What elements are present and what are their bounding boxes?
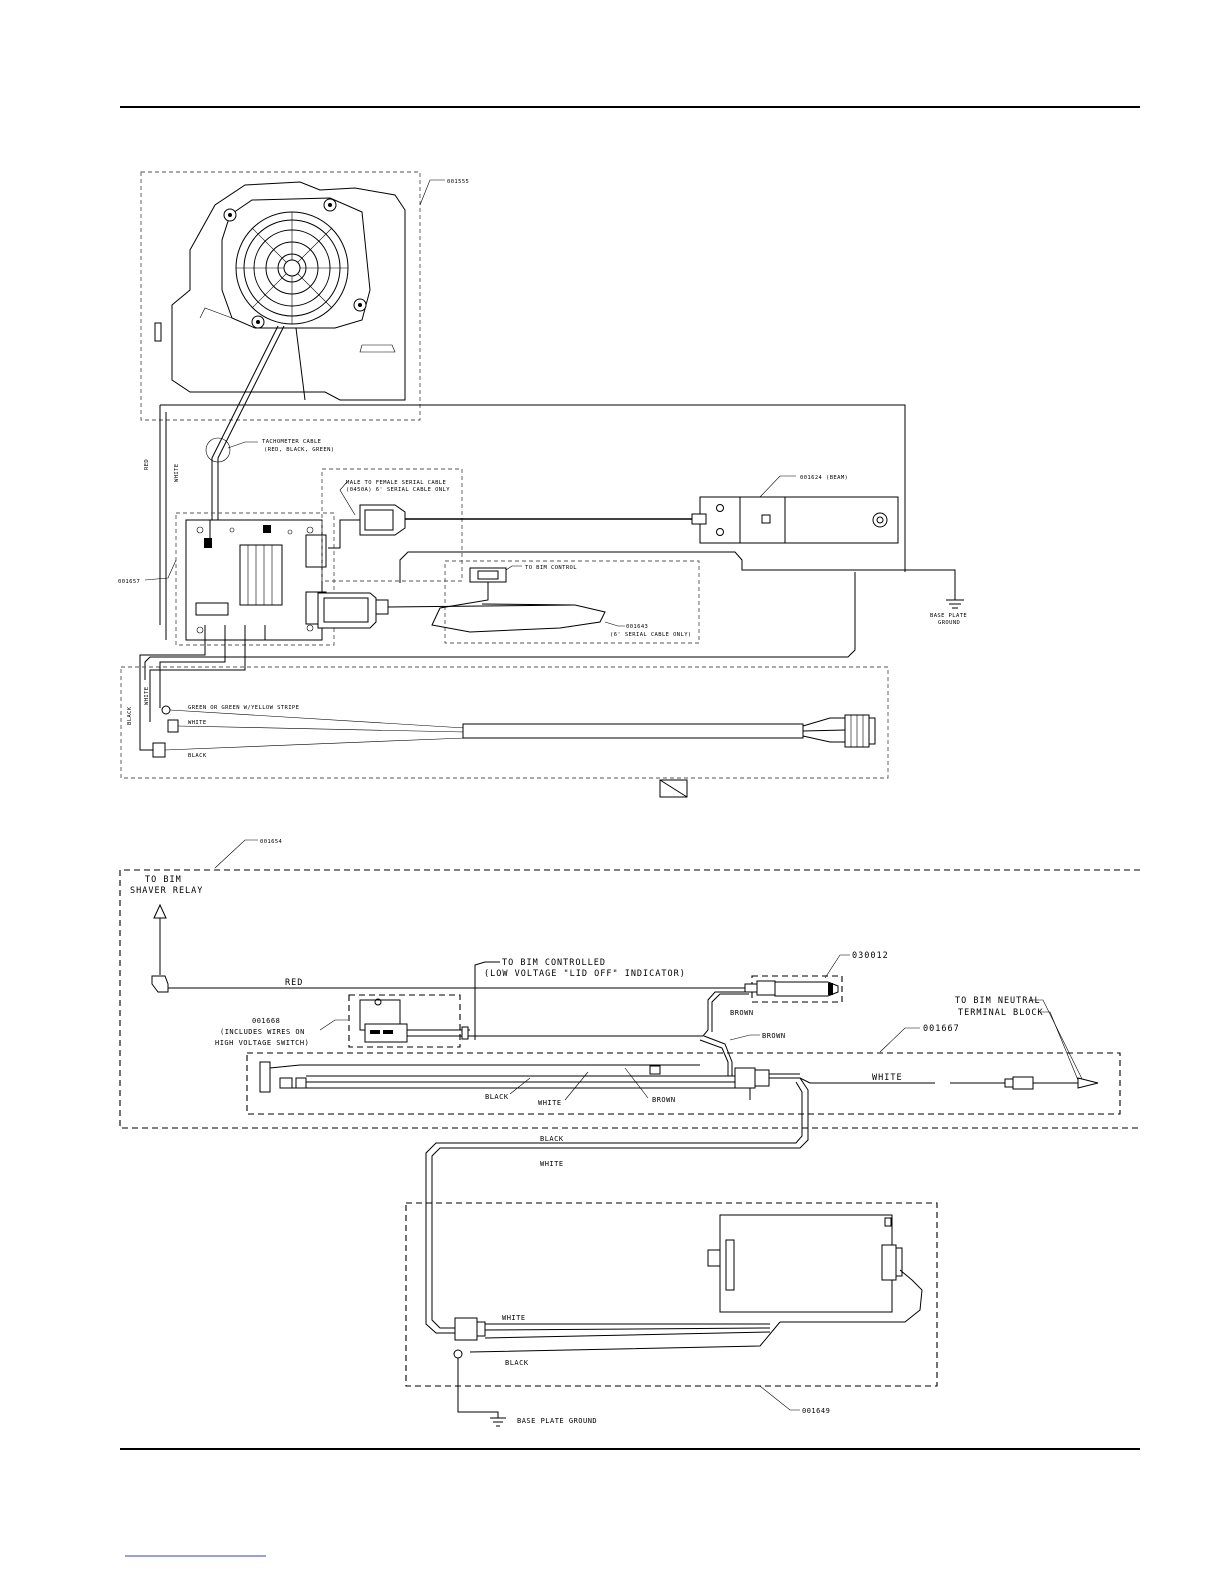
wire-black-2: BLACK [540,1135,564,1143]
fan-housing-region [140,171,421,421]
to-bim-control-label: TO BIM CONTROL [525,565,577,571]
base-plate-ground-label-2: GROUND [938,620,960,626]
harness-part-label: 001654 [260,839,283,845]
to-bim-neutral-1: TO BIM NEUTRAL [955,996,1041,1006]
to-bim-shaver-relay-2: SHAVER RELAY [130,886,203,896]
wire-brown-2: BROWN [762,1032,786,1040]
beam-sensor [699,496,899,544]
wire-black-left: BLACK [127,706,133,725]
wire-white-left: WHITE [174,463,180,482]
motor-base-plate-ground: BASE PLATE GROUND [517,1417,597,1425]
motor-body [719,1214,893,1313]
tach-cable-label-2: (RED, BLACK, GREEN) [264,447,335,453]
wire-white-2: WHITE [540,1160,564,1168]
fan-housing-part-label: 001555 [447,179,469,185]
bottom-wiring-diagram: 001654 TO BIM SHAVER RELAY RED TO BIM CO… [119,839,1140,1427]
switch-part-label-1: 001668 [252,1017,280,1025]
serial-cable-label-1: MALE TO FEMALE SERIAL CABLE [346,480,446,486]
sensor-part-label: 001624 (BEAM) [800,475,848,481]
serial-cable-region [321,468,463,582]
to-bim-controlled-1: TO BIM CONTROLLED [502,958,606,968]
harness-white-label: WHITE [188,720,207,726]
motor-region [405,1202,938,1387]
switch-part-label-3: HIGH VOLTAGE SWITCH) [215,1039,309,1047]
serial-extension-part-label-1: 001643 [626,624,648,630]
to-bim-shaver-relay-1: TO BIM [145,875,182,885]
power-cord-jacket [462,723,804,739]
board-part-label: 001657 [118,579,140,585]
top-wiring-diagram: 001555 TACHOMETER CABLE (RED, BLACK, [118,171,967,798]
wire-black-1: BLACK [485,1093,509,1101]
tach-cable-label-1: TACHOMETER CABLE [262,439,321,445]
wire-brown-1: BROWN [730,1009,754,1017]
harness-black-label: BLACK [188,753,207,759]
wire-brown-3: BROWN [652,1096,676,1104]
wire-white-lower: WHITE [144,686,150,705]
wire-red-left: RED [144,459,150,470]
serial-extension-part-label-2: (6' SERIAL CABLE ONLY) [610,632,692,638]
serial-cable-label-2: (0450A) 6' SERIAL CABLE ONLY [346,487,450,493]
serial-extension-region [444,560,700,644]
switch-part-label-2: (INCLUDES WIRES ON [220,1028,305,1036]
fan-housing-outline [171,181,406,401]
control-board-region [175,512,335,646]
switch-region [348,994,461,1048]
motor-part-label: 001649 [802,1407,830,1415]
to-bim-controlled-2: (LOW VOLTAGE "LID OFF" INDICATOR) [484,969,686,979]
to-bim-neutral-2: TERMINAL BLOCK [958,1008,1044,1018]
wire-white-right: WHITE [872,1073,903,1083]
wire-white-1: WHITE [538,1099,562,1107]
lid-switch-region [751,975,843,1003]
wire-black-motor: BLACK [505,1359,529,1367]
neutral-part-label: 001667 [923,1024,960,1034]
lid-switch-part-label: 030012 [852,951,889,961]
base-plate-ground-label-1: BASE PLATE [930,613,967,619]
power-harness-region [120,666,889,779]
wire-red-label: RED [285,978,303,988]
harness-region [119,869,1140,1129]
green-stripe-label: GREEN OR GREEN W/YELLOW STRIPE [188,705,299,711]
neutral-wiring-region [246,1052,1121,1115]
wire-white-motor: WHITE [502,1314,526,1322]
